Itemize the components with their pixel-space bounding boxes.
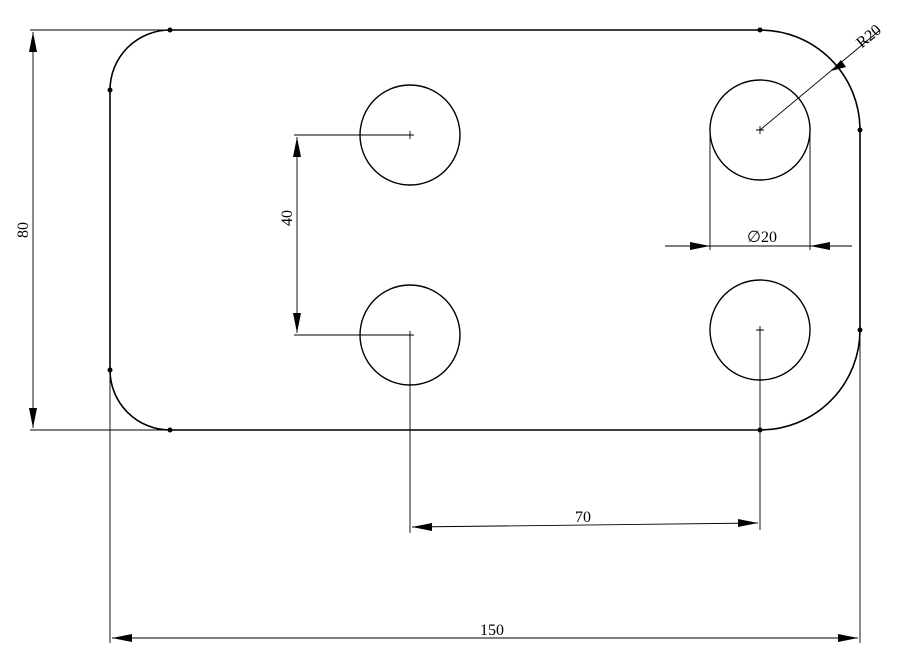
hole-spacing-horizontal-dimension: 70 <box>409 330 761 533</box>
hole-diameter-dimension: ∅20 <box>665 130 852 250</box>
hole-spacing-horizontal-label: 70 <box>575 509 591 526</box>
width-dimension-label: 150 <box>480 622 504 639</box>
width-dimension: 150 <box>109 330 861 643</box>
plate-outline <box>109 29 861 431</box>
corner-radius-label: R20 <box>853 21 884 51</box>
height-dimension-label: 80 <box>15 222 32 238</box>
hole-diameter-label: ∅20 <box>747 229 777 246</box>
hole-spacing-vertical-dimension: 40 <box>279 134 410 336</box>
hole-spacing-vertical-label: 40 <box>279 210 296 226</box>
corner-radius-dimension: R20 <box>759 21 885 131</box>
height-dimension: 80 <box>15 29 170 431</box>
